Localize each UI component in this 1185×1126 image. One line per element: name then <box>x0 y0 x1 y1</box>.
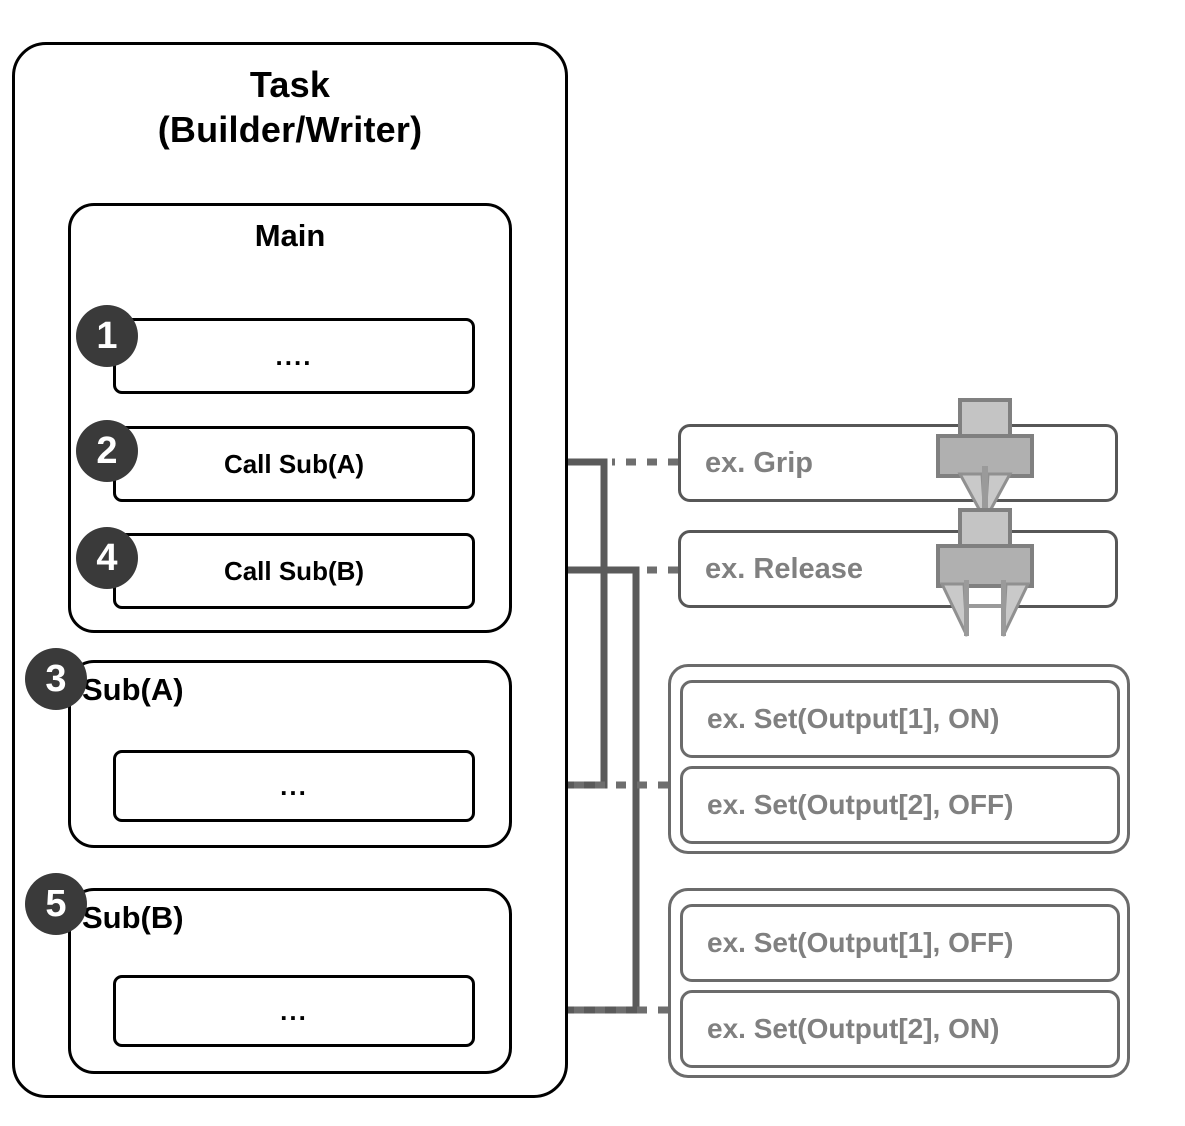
sub-a-body[interactable]: ... <box>113 750 475 822</box>
sub-a-body-text: ... <box>280 770 308 801</box>
main-title: Main <box>254 218 326 253</box>
io-card-a-2-label: ex. Set(Output[2], OFF) <box>707 789 1014 820</box>
main-step-call-sub-a[interactable]: Call Sub(A) <box>113 426 475 502</box>
step-badge-3: 3 <box>25 648 87 710</box>
step-badge-5: 5 <box>25 873 87 935</box>
example-card-grip[interactable]: ex. Grip <box>678 424 1118 502</box>
io-card-a-1[interactable]: ex. Set(Output[1], ON) <box>680 680 1120 758</box>
main-step-1[interactable]: .... <box>113 318 475 394</box>
io-card-a-2[interactable]: ex. Set(Output[2], OFF) <box>680 766 1120 844</box>
main-step-1-text: .... <box>275 340 313 371</box>
main-step-4-text: Call Sub(B) <box>223 555 365 586</box>
sub-b-body-text: ... <box>280 995 308 1026</box>
io-card-a-1-label: ex. Set(Output[1], ON) <box>707 703 1000 734</box>
main-step-call-sub-b[interactable]: Call Sub(B) <box>113 533 475 609</box>
sub-b-title: Sub(B) <box>82 900 184 935</box>
io-card-b-2-label: ex. Set(Output[2], ON) <box>707 1013 1000 1044</box>
step-badge-2: 2 <box>76 420 138 482</box>
io-card-b-1[interactable]: ex. Set(Output[1], OFF) <box>680 904 1120 982</box>
task-title: Task (Builder/Writer) <box>12 62 568 153</box>
sub-a-title: Sub(A) <box>82 672 184 707</box>
step-badge-1: 1 <box>76 305 138 367</box>
example-card-release[interactable]: ex. Release <box>678 530 1118 608</box>
example-release-label: ex. Release <box>705 552 864 585</box>
task-title-line-2: (Builder/Writer) <box>157 109 423 151</box>
example-grip-label: ex. Grip <box>705 446 813 479</box>
io-card-b-1-label: ex. Set(Output[1], OFF) <box>707 927 1014 958</box>
step-badge-4: 4 <box>76 527 138 589</box>
main-step-2-text: Call Sub(A) <box>223 448 365 479</box>
sub-b-body[interactable]: ... <box>113 975 475 1047</box>
task-title-line-1: Task <box>249 64 331 105</box>
io-card-b-2[interactable]: ex. Set(Output[2], ON) <box>680 990 1120 1068</box>
